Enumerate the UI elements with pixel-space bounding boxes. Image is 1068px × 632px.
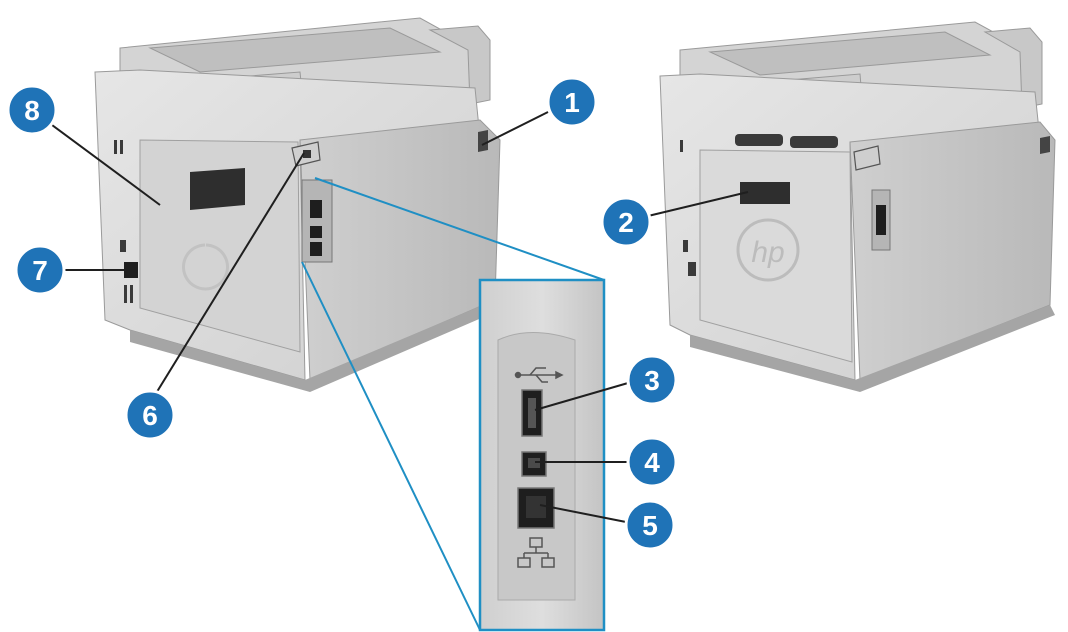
hp-logo-right: hp xyxy=(736,218,800,282)
power-connector xyxy=(124,262,138,278)
usb-icon xyxy=(514,367,564,383)
callout-4-label: 4 xyxy=(644,447,660,478)
callout-2: 2 xyxy=(600,196,652,248)
leader-3 xyxy=(534,382,629,411)
side-vents-left xyxy=(114,140,133,303)
callout-5: 5 xyxy=(624,499,676,551)
leader-1 xyxy=(481,111,549,146)
callout-6: 6 xyxy=(124,389,176,441)
port-zoom-inset xyxy=(301,177,606,632)
callout-7: 7 xyxy=(14,244,66,296)
callout-3: 3 xyxy=(626,354,678,406)
duplex-unit xyxy=(699,149,853,363)
callout-8: 8 xyxy=(6,84,58,136)
callout-7-label: 7 xyxy=(32,255,48,286)
leader-lines xyxy=(51,111,749,523)
leader-8 xyxy=(51,124,161,206)
callout-8-label: 8 xyxy=(24,95,40,126)
callouts: 1 2 3 4 5 6 7 8 xyxy=(6,76,678,551)
printer-right: hp xyxy=(659,21,1056,392)
rear-access-door xyxy=(139,139,301,353)
network-icon xyxy=(517,537,555,568)
hp-logo-watermark-left xyxy=(182,243,229,291)
leader-5 xyxy=(539,504,627,523)
callout-2-label: 2 xyxy=(618,207,634,238)
leader-2 xyxy=(647,191,749,217)
printer-left xyxy=(94,17,501,392)
leader-6 xyxy=(154,152,305,396)
hp-logo-text: hp xyxy=(751,236,784,269)
callout-1: 1 xyxy=(546,76,598,128)
callout-4: 4 xyxy=(626,436,678,488)
callout-3-label: 3 xyxy=(644,365,660,396)
callout-1-label: 1 xyxy=(564,87,580,118)
callout-6-label: 6 xyxy=(142,400,158,431)
side-port-1 xyxy=(478,130,488,152)
callout-5-label: 5 xyxy=(642,510,658,541)
side-vents-right xyxy=(680,140,696,276)
